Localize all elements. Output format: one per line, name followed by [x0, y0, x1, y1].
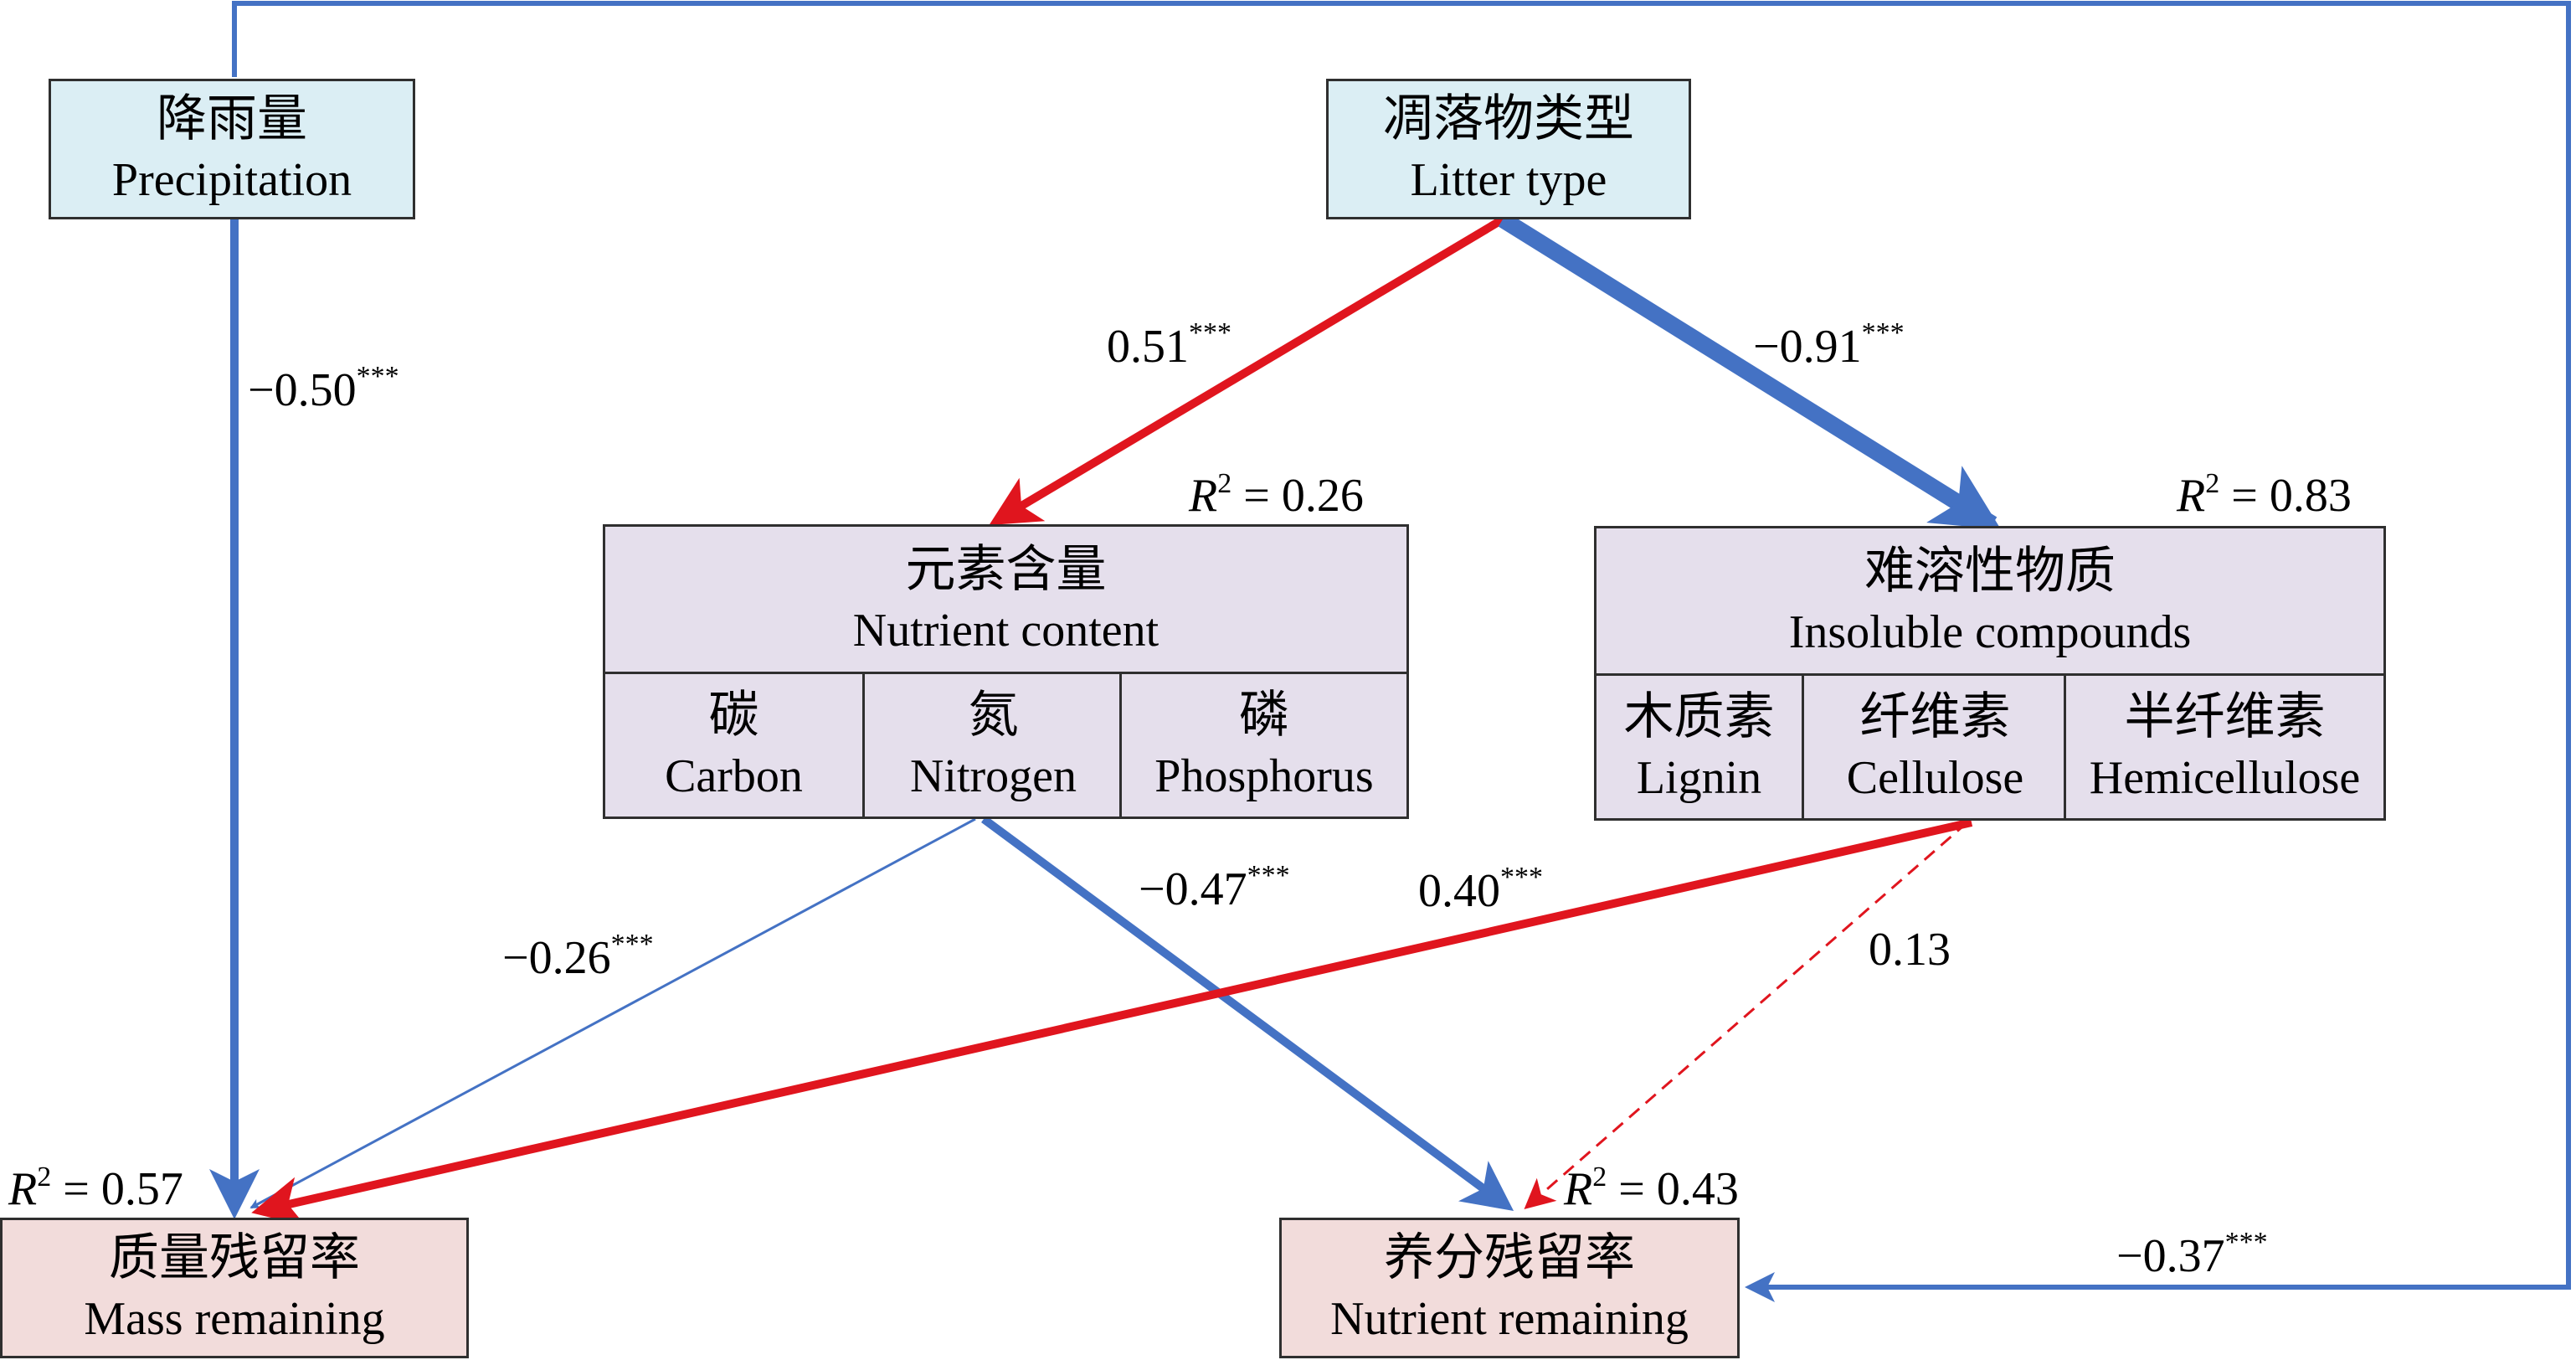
r2-symbol: R: [2177, 470, 2206, 522]
coef-value: −0.91: [1753, 321, 1862, 373]
r2-nutrient-content: R2 = 0.26: [1189, 468, 1364, 522]
coef-nutrient-content-to-mass-remaining: −0.26***: [502, 930, 654, 984]
cell-cellulose-zh: 纤维素: [1859, 689, 2011, 744]
cell-lignin-en: Lignin: [1636, 752, 1762, 804]
arrow-precipitation-to-nutrient-remaining: [232, 1, 2571, 1302]
node-insoluble-compounds-zh: 难溶性物质: [1864, 543, 2116, 599]
node-insoluble-compounds-en: Insoluble compounds: [1788, 605, 2192, 658]
coef-value: −0.50: [248, 364, 357, 416]
node-litter-type-en: Litter type: [1410, 154, 1607, 206]
cell-nitrogen-en: Nitrogen: [909, 750, 1077, 802]
node-nutrient-remaining-zh: 养分残留率: [1384, 1230, 1635, 1285]
coef-significance: ***: [1500, 862, 1543, 893]
cell-lignin-zh: 木质素: [1623, 689, 1775, 744]
r2-equals: =: [51, 1163, 101, 1215]
cell-cellulose-en: Cellulose: [1846, 752, 2024, 804]
node-nutrient-content-zh: 元素含量: [905, 541, 1107, 597]
coef-significance: ***: [2224, 1227, 2268, 1258]
cell-carbon-zh: 碳: [708, 688, 759, 743]
node-nutrient-remaining: 养分残留率 Nutrient remaining: [1279, 1218, 1740, 1358]
arrow-insoluble-to-mass-remaining: [251, 818, 1973, 1227]
coef-value: 0.51: [1107, 321, 1189, 373]
r2-equals: =: [1231, 470, 1282, 522]
arrow-litter-to-insoluble-compounds: [1498, 212, 2002, 532]
r2-symbol: R: [1564, 1163, 1593, 1215]
coef-value: 0.13: [1869, 924, 1951, 976]
r2-superscript: 2: [1217, 468, 1232, 499]
node-insoluble-compounds-header: 难溶性物质 Insoluble compounds: [1597, 528, 2383, 676]
coef-significance: ***: [1861, 317, 1905, 348]
r2-value: 0.26: [1281, 470, 1364, 522]
coef-value: 0.40: [1418, 865, 1500, 917]
coef-insoluble-to-nutrient-remaining: 0.13: [1869, 925, 1951, 975]
node-mass-remaining-en: Mass remaining: [84, 1293, 385, 1345]
cell-cellulose: 纤维素 Cellulose: [1802, 676, 2066, 818]
coef-precipitation-to-nutrient-remaining: −0.37***: [2116, 1229, 2268, 1282]
node-nutrient-content: 元素含量 Nutrient content 碳 Carbon 氮 Nitroge…: [603, 524, 1409, 819]
r2-superscript: 2: [37, 1162, 52, 1193]
node-mass-remaining-zh: 质量残留率: [109, 1230, 360, 1285]
coef-precipitation-to-mass-remaining: −0.50***: [248, 363, 399, 416]
cell-hemicellulose-zh: 半纤维素: [2124, 689, 2326, 744]
node-litter-type-zh: 凋落物类型: [1383, 91, 1634, 147]
cell-phosphorus-en: Phosphorus: [1154, 750, 1374, 802]
r2-equals: =: [2219, 470, 2270, 522]
r2-symbol: R: [1189, 470, 1218, 522]
cell-hemicellulose: 半纤维素 Hemicellulose: [2064, 676, 2383, 818]
r2-value: 0.57: [100, 1163, 183, 1215]
coef-litter-to-insoluble-compounds: −0.91***: [1753, 319, 1905, 373]
coef-significance: ***: [1189, 317, 1231, 348]
r2-nutrient-remaining: R2 = 0.43: [1564, 1162, 1739, 1215]
cell-nitrogen: 氮 Nitrogen: [862, 674, 1122, 817]
node-mass-remaining: 质量残留率 Mass remaining: [0, 1218, 469, 1358]
coef-significance: ***: [356, 361, 399, 392]
coef-value: −0.47: [1139, 863, 1247, 915]
arrow-nutrient-content-to-mass-remaining: [249, 817, 976, 1209]
arrow-litter-to-nutrient-content: [989, 215, 1505, 526]
node-precipitation-en: Precipitation: [111, 154, 352, 206]
r2-mass-remaining: R2 = 0.57: [8, 1162, 183, 1215]
cell-nitrogen-zh: 氮: [968, 688, 1019, 743]
cell-carbon: 碳 Carbon: [605, 674, 862, 817]
r2-superscript: 2: [2205, 468, 2220, 499]
coef-nutrient-content-to-nutrient-remaining: −0.47***: [1139, 862, 1290, 915]
coef-significance: ***: [610, 929, 654, 960]
node-insoluble-compounds: 难溶性物质 Insoluble compounds 木质素 Lignin 纤维素…: [1594, 526, 2386, 821]
r2-superscript: 2: [1592, 1162, 1607, 1193]
cell-phosphorus: 磷 Phosphorus: [1119, 674, 1406, 817]
coef-litter-to-nutrient-content: 0.51***: [1107, 319, 1231, 373]
node-nutrient-content-en: Nutrient content: [852, 604, 1159, 657]
coef-significance: ***: [1247, 860, 1290, 891]
arrow-nutrient-content-to-nutrient-remaining: [981, 815, 1514, 1211]
node-precipitation: 降雨量 Precipitation: [49, 79, 415, 219]
cell-hemicellulose-en: Hemicellulose: [2089, 752, 2361, 804]
node-nutrient-remaining-en: Nutrient remaining: [1330, 1293, 1689, 1345]
arrow-insoluble-to-nutrient-remaining: [1524, 821, 1968, 1209]
cell-phosphorus-zh: 磷: [1239, 688, 1289, 743]
cell-lignin: 木质素 Lignin: [1597, 676, 1802, 818]
node-litter-type: 凋落物类型 Litter type: [1326, 79, 1691, 219]
r2-symbol: R: [8, 1163, 38, 1215]
r2-equals: =: [1607, 1163, 1657, 1215]
r2-value: 0.43: [1656, 1163, 1739, 1215]
r2-insoluble-compounds: R2 = 0.83: [2177, 468, 2352, 522]
coef-insoluble-to-mass-remaining: 0.40***: [1418, 863, 1543, 917]
node-precipitation-zh: 降雨量: [157, 91, 307, 147]
node-nutrient-content-header: 元素含量 Nutrient content: [605, 527, 1406, 674]
coef-value: −0.37: [2116, 1230, 2225, 1282]
r2-value: 0.83: [2269, 470, 2352, 522]
cell-carbon-en: Carbon: [665, 750, 803, 802]
coef-value: −0.26: [502, 932, 611, 984]
